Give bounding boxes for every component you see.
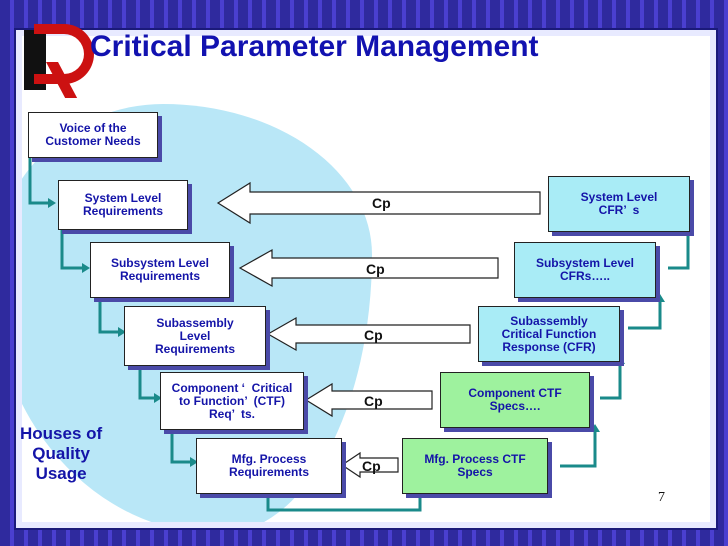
mfg-process-requirements-box: Mfg. Process Requirements — [196, 438, 342, 494]
cp-label-subsystem: Cp — [366, 261, 385, 277]
slide-title: Critical Parameter Management — [90, 30, 539, 63]
component-ctf-specs-box: Component CTF Specs…. — [440, 372, 590, 428]
cp-label-subassembly: Cp — [364, 327, 383, 343]
connector-arrowheads — [48, 198, 693, 467]
subassembly-level-requirements-box: Subassembly Level Requirements — [124, 306, 266, 366]
left-cascade-connectors — [28, 158, 690, 512]
subassembly-cfr-box: Subassembly Critical Function Response (… — [478, 306, 620, 362]
page-number: 7 — [658, 490, 665, 505]
system-level-cfrs-box: System Level CFR’ s — [548, 176, 690, 232]
subsystem-level-cfrs-box: Subsystem Level CFRs….. — [514, 242, 656, 298]
system-level-requirements-box: System Level Requirements — [58, 180, 188, 230]
mfg-process-ctf-specs-box: Mfg. Process CTF Specs — [402, 438, 548, 494]
cp-label-system: Cp — [372, 195, 391, 211]
houses-of-quality-label: Houses of Quality Usage — [20, 424, 103, 483]
company-logo — [20, 18, 94, 100]
cp-arrows — [216, 181, 541, 479]
cp-label-component: Cp — [364, 393, 383, 409]
cp-label-mfg-process: Cp — [362, 458, 381, 474]
voice-of-customer-box: Voice of the Customer Needs — [28, 112, 158, 158]
subsystem-level-requirements-box: Subsystem Level Requirements — [90, 242, 230, 298]
component-ctf-requirements-box: Component ‘ Critical to Function’ (CTF) … — [160, 372, 304, 430]
